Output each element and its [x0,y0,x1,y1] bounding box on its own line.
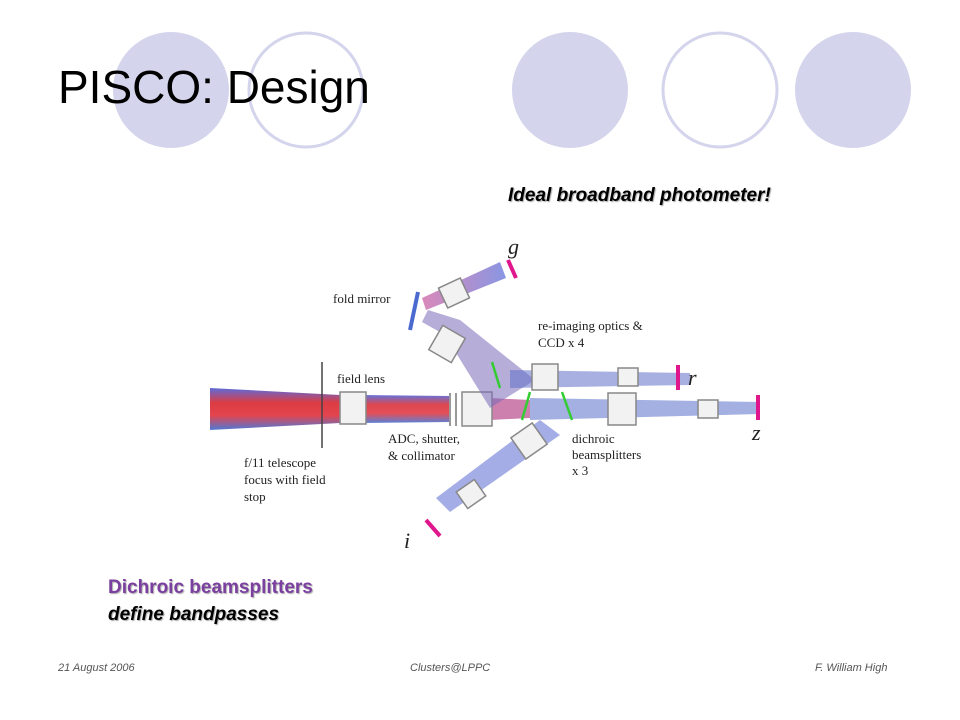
g-detector [506,259,518,279]
label-telescope-3: stop [244,489,266,504]
label-reimaging-1: re-imaging optics & [538,318,643,333]
label-adc-2: & collimator [388,448,455,463]
optical-layout-diagram: fold mirror re-imaging optics & CCD x 4 … [210,234,761,553]
circle-outline-2 [661,31,779,149]
label-telescope-2: focus with field [244,472,326,487]
label-dichroic-2: beamsplitters [572,447,641,462]
slide-title: PISCO: Design [58,61,370,113]
incoming-beam [210,388,340,430]
circle-filled-2 [512,32,628,148]
note-define-bandpasses: define bandpasses [108,604,280,625]
circle-filled-3 [795,32,911,148]
slide-tagline: Ideal broadband photometer! [508,185,771,206]
i-detector [424,518,442,538]
label-dichroic-1: dichroic [572,431,615,446]
label-field-lens: field lens [337,371,385,386]
r-optics-1 [531,363,559,391]
g-optics [437,276,471,310]
footer-event: Clusters@LPPC [410,662,491,674]
z-optics-1 [607,392,637,426]
footer-date: 21 August 2006 [58,662,135,674]
label-fold-mirror: fold mirror [333,291,391,306]
label-telescope-1: f/11 telescope [244,455,316,470]
z-optics-2 [697,399,719,419]
dichroic-1 [490,361,502,389]
dichroic-3 [560,391,574,421]
field-lens [339,391,367,425]
footer-author: F. William High [815,662,888,674]
label-adc-1: ADC, shutter, [388,431,460,446]
note-dichroic-beamsplitters: Dichroic beamsplitters [108,577,313,598]
band-label-r: r [688,365,697,390]
r-optics-2 [617,367,639,387]
circle-outline-1 [247,31,365,149]
band-label-g: g [508,234,519,259]
dichroic-2 [520,391,532,421]
i-optics-2 [455,478,487,510]
band-label-z: z [751,420,761,445]
collimated-beam [360,395,450,423]
post-adc-beam [490,398,530,420]
fold-mirror [408,291,420,331]
g-optics-lower [427,324,467,364]
i-optics-1 [509,421,549,461]
circle-filled-1 [113,32,229,148]
label-dichroic-3: x 3 [572,463,588,478]
label-reimaging-2: CCD x 4 [538,335,585,350]
band-label-i: i [404,528,410,553]
